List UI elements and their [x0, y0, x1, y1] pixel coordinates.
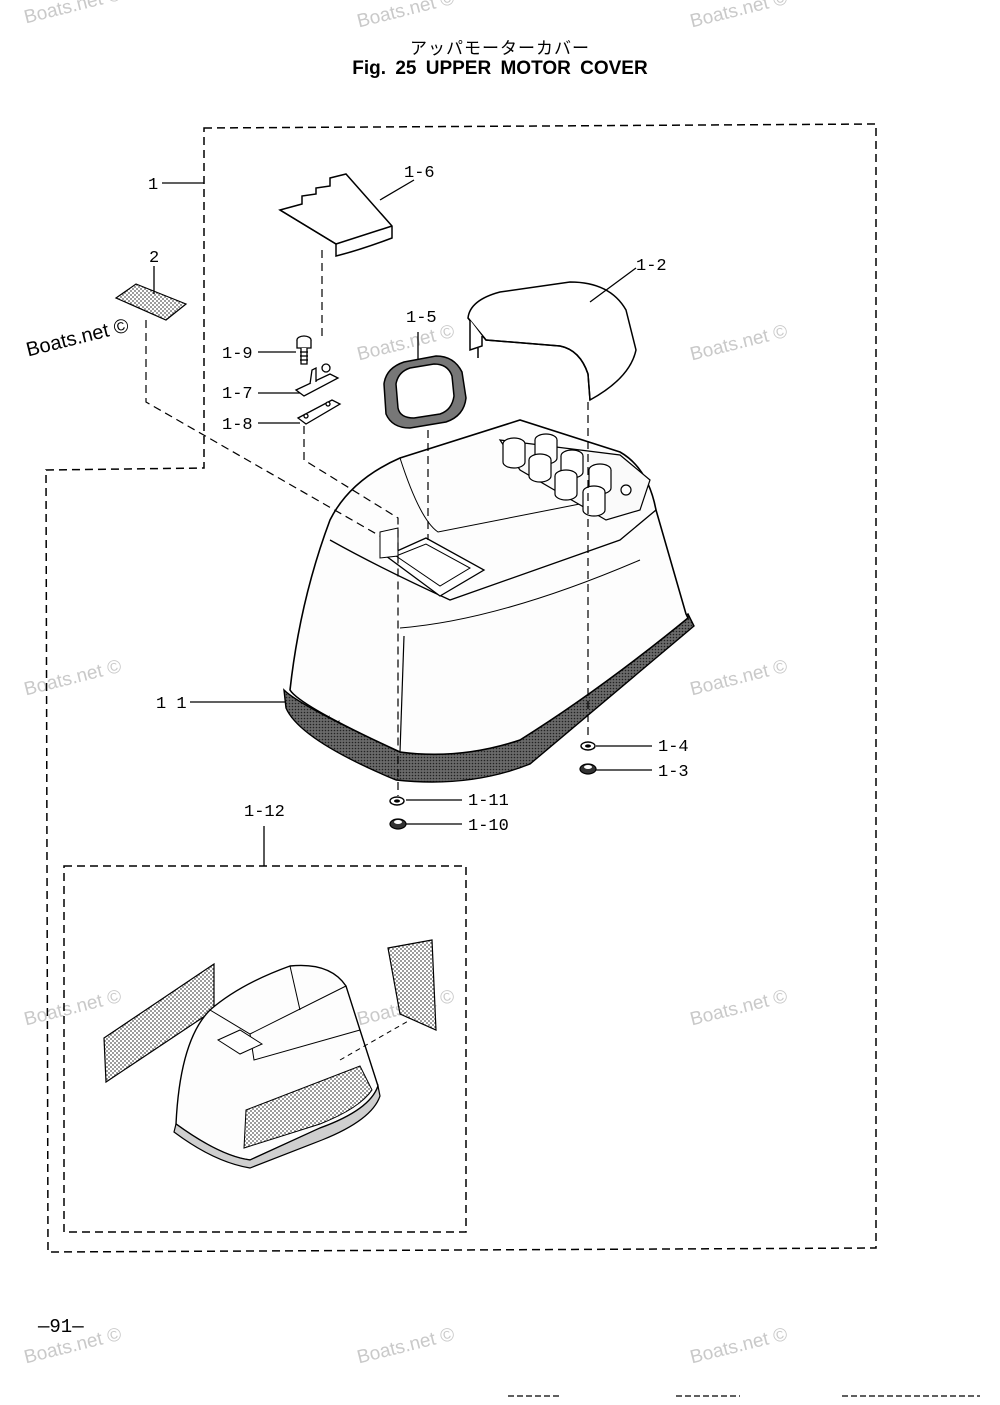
label-1-3: 1-3: [658, 763, 689, 782]
label-1-4: 1-4: [658, 738, 689, 757]
part-1-2-rear-cover: [467, 281, 637, 402]
upper-motor-cover-shell: ‘ ,: [283, 419, 695, 783]
label-1: 1: [148, 176, 158, 195]
label-1-5: 1-5: [406, 309, 437, 328]
assembly-boundary: [45, 123, 877, 1253]
part-1-9-screw: [296, 335, 312, 365]
svg-text:‘ ,: ‘ ,: [326, 715, 342, 725]
label-1-6: 1-6: [404, 164, 435, 183]
part-1-6-plate: [278, 173, 393, 257]
part-1-5-gasket: [383, 355, 467, 429]
part-1-8-bracket: [296, 399, 342, 425]
label-1-12: 1-12: [244, 803, 285, 822]
vent-caps: [502, 433, 632, 517]
leader-lines: [153, 179, 652, 866]
part-labels: 1 2 1-6 1-2 1-5 1-9 1-7 1-8 1 1 1-4 1-3 …: [148, 164, 689, 836]
decal-set-boundary: [63, 865, 467, 1233]
label-1-2: 1-2: [636, 257, 667, 276]
part-1-7-latch: [294, 363, 340, 397]
label-2: 2: [149, 249, 159, 268]
page-number: —91—: [38, 1316, 84, 1338]
exploded-view-lines: [145, 250, 589, 796]
decal-set-illustration: [103, 939, 437, 1169]
page-title-japanese: アッパモーターカバー: [410, 39, 590, 59]
label-1-1: 1 1: [156, 695, 187, 714]
part-1-3-nut: [579, 763, 597, 775]
part-2-decal: [114, 283, 188, 321]
page-title: Fig. 25 UPPER MOTOR COVER: [352, 58, 648, 79]
part-1-11-washer: [389, 796, 405, 806]
part-1-10-nut: [389, 818, 407, 830]
label-1-9: 1-9: [222, 345, 253, 364]
label-1-8: 1-8: [222, 416, 253, 435]
label-1-11: 1-11: [468, 792, 509, 811]
label-1-7: 1-7: [222, 385, 253, 404]
part-1-4-washer: [580, 741, 596, 751]
label-1-10: 1-10: [468, 817, 509, 836]
